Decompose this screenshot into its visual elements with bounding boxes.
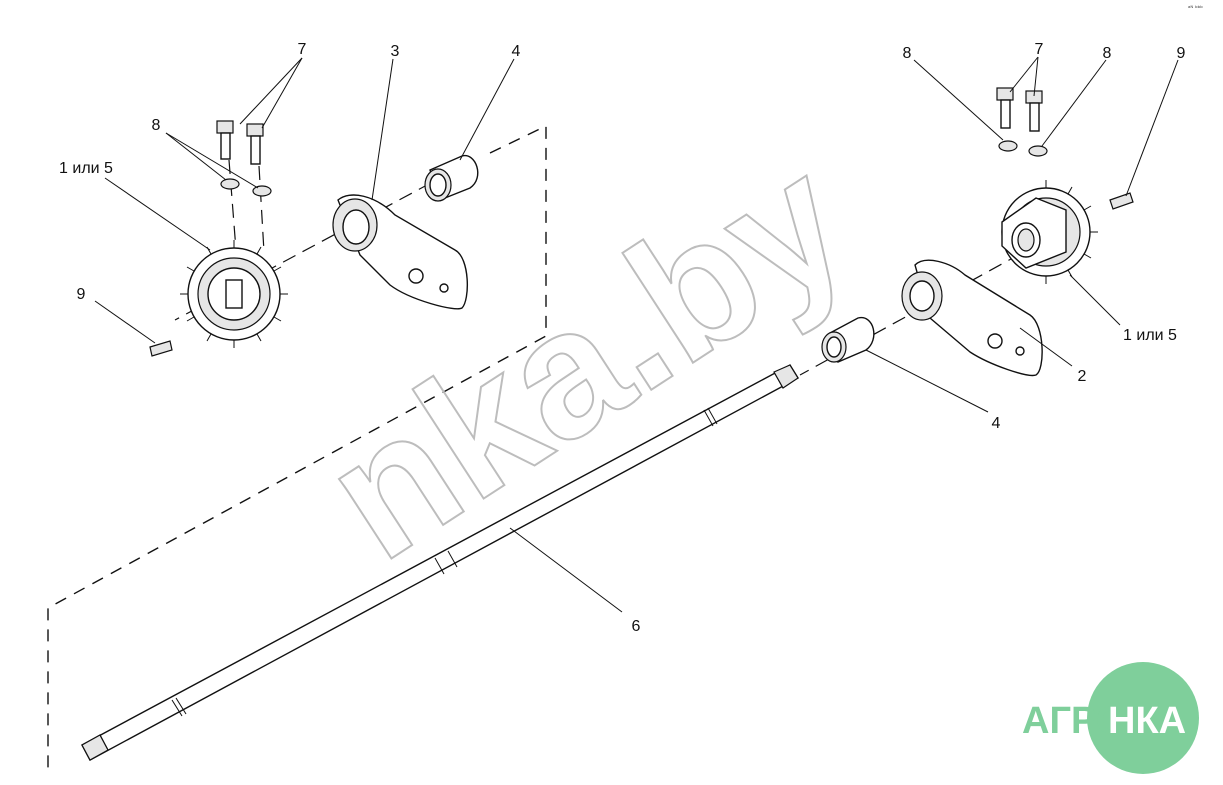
left-bolt-2 [246,123,264,165]
callout-4-right: 4 [992,415,1001,432]
right-sprocket [1001,180,1098,284]
right-bolt-2 [1025,90,1043,132]
agronka-logo: АГРО НКА [1022,662,1199,774]
callout-8-left: 8 [152,117,161,134]
logo-text-left: АГРО [1022,700,1125,742]
right-washer-1 [998,140,1018,152]
callout-9-right: 9 [1177,45,1186,62]
assembly-boundary-dashed [47,124,547,770]
bolt-axis-left-2 [258,165,265,253]
left-bushing-part-4 [424,155,479,202]
left-bolt-1 [216,120,234,160]
watermark-text: nka.by [293,119,881,598]
callout-8-right-a: 8 [903,45,912,62]
right-key [1109,192,1134,210]
watermark: nka.by [292,118,882,599]
logo-circle [1087,662,1199,774]
left-washer-2 [252,185,272,197]
leader-lines [94,56,1179,613]
callout-7-right: 7 [1035,41,1044,58]
shaft-part-6 [81,364,799,761]
callout-3: 3 [391,43,400,60]
callout-1-or-5-left: 1 или 5 [59,160,113,177]
corner-mark: ᵃᴺ ᵇᵇᵇ [1188,5,1203,12]
right-washer-2 [1028,145,1048,157]
right-bolt-1 [996,87,1014,129]
callout-9-left: 9 [77,286,86,303]
left-axis-line [174,161,471,321]
left-key [149,340,173,357]
callout-2: 2 [1078,368,1087,385]
right-bushing-part-4 [821,317,875,363]
callout-8-right-b: 8 [1103,45,1112,62]
callout-6: 6 [632,618,641,635]
callout-4-left: 4 [512,43,521,60]
callout-7-left: 7 [298,41,307,58]
logo-text-right: НКА [1108,700,1186,742]
left-sprocket [180,240,288,348]
left-bracket-part-3 [332,194,469,310]
callout-1-or-5-right: 1 или 5 [1123,327,1177,344]
left-washer-1 [220,178,240,190]
right-bracket-part-2 [901,259,1043,377]
bolt-axis-left-1 [228,159,237,251]
